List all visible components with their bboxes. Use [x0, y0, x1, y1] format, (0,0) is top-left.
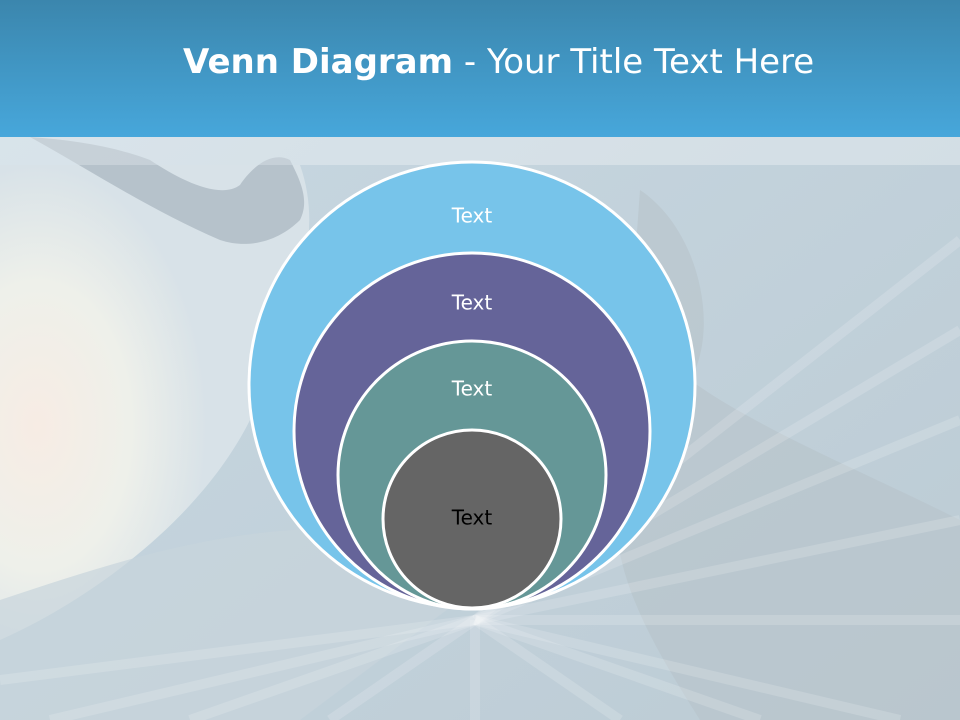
venn-ring-1-label[interactable]: Text [451, 204, 493, 228]
venn-ring-2-label[interactable]: Text [451, 291, 493, 315]
title-bold: Venn Diagram [183, 42, 454, 82]
header-bar [0, 0, 960, 137]
title-rest: - Your Title Text Here [453, 42, 815, 82]
venn-ring-4-label[interactable]: Text [451, 506, 493, 530]
venn-ring-4[interactable] [381, 428, 563, 610]
slide-title[interactable]: Venn Diagram - Your Title Text Here [183, 40, 814, 84]
venn-ring-3-label[interactable]: Text [451, 377, 493, 401]
